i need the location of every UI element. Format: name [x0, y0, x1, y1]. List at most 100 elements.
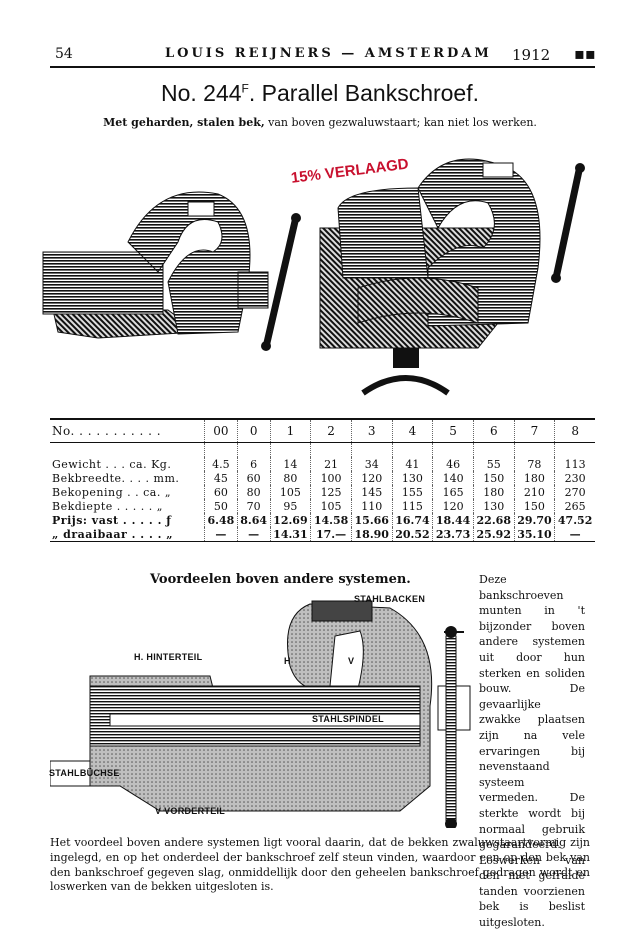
label-stahlbacken: STAHLBACKEN: [354, 594, 426, 604]
size-cell: 8: [554, 418, 595, 443]
value-cell: —: [554, 527, 595, 542]
advantages-title: Voordeelen boven andere systemen.: [150, 572, 411, 587]
value-cell: 115: [391, 499, 433, 513]
value-cell: 140: [432, 471, 474, 485]
value-cell: 35.10: [513, 527, 555, 542]
label-hinterteil: H. HINTERTEIL: [134, 652, 203, 662]
value-cell: 14: [269, 457, 311, 471]
size-cell: 1: [269, 418, 311, 443]
value-cell: 180: [472, 485, 515, 499]
value-cell: —: [236, 527, 271, 542]
value-cell: 130: [391, 471, 433, 485]
value-cell: 60: [204, 485, 238, 499]
row-label: Bekdiepte . . . . . „: [52, 499, 163, 513]
page-number: 54: [55, 46, 73, 62]
value-cell: 25.92: [472, 527, 515, 542]
value-cell: 80: [269, 471, 311, 485]
value-cell: 60: [236, 471, 271, 485]
value-cell: —: [204, 527, 238, 542]
row-label: Gewicht . . . ca. Kg.: [52, 457, 172, 471]
value-cell: 16.74: [391, 513, 433, 527]
value-cell: 46: [432, 457, 474, 471]
size-cell: 2: [310, 418, 352, 443]
value-cell: 4.5: [204, 457, 238, 471]
spacer-row: [50, 442, 595, 457]
value-cell: 34: [350, 457, 393, 471]
size-cell: 3: [350, 418, 393, 443]
value-cell: 105: [269, 485, 311, 499]
bench-vise-illustration-right: [319, 158, 585, 396]
size-cell: 5: [432, 418, 474, 443]
value-cell: 6: [236, 457, 271, 471]
row-label: „ draaibaar . . . . „: [50, 527, 205, 542]
value-cell: 165: [432, 485, 474, 499]
row-label: Bekopening . . ca. „: [52, 485, 172, 499]
value-cell: 155: [391, 485, 433, 499]
value-cell: 29.70: [513, 513, 555, 527]
value-cell: 15.66: [350, 513, 393, 527]
mark-v: V: [348, 656, 355, 666]
value-cell: 150: [472, 471, 515, 485]
value-cell: 8.64: [236, 513, 271, 527]
value-cell: 22.68: [472, 513, 515, 527]
product-number: No. 244: [160, 80, 242, 106]
bench-vise-illustration-left: [42, 191, 301, 351]
product-suffix: F: [241, 81, 249, 96]
value-cell: 18.90: [350, 527, 393, 542]
catalog-year: 1912: [512, 46, 551, 64]
page-header: 54 LOUIS REIJNERS — AMSTERDAM 1912 ▪▪: [50, 44, 596, 68]
value-cell: 210: [513, 485, 555, 499]
value-cell: 230: [554, 471, 595, 485]
value-cell: 145: [350, 485, 393, 499]
label-stahlbuchse: STAHLBÜCHSE: [49, 768, 120, 778]
value-cell: 45: [204, 471, 238, 485]
value-cell: 120: [350, 471, 393, 485]
value-cell: 130: [472, 499, 515, 513]
value-cell: 113: [554, 457, 595, 471]
ornament-mark: ▪▪: [574, 44, 596, 63]
row-label: Prijs: vast . . . . . ƒ: [52, 513, 172, 527]
value-cell: 17.—: [310, 527, 352, 542]
vise-cross-section-diagram: [50, 600, 471, 828]
value-cell: 55: [472, 457, 515, 471]
size-cell: 4: [391, 418, 433, 443]
value-cell: 265: [554, 499, 595, 513]
value-cell: 14.58: [310, 513, 352, 527]
value-cell: 50: [204, 499, 238, 513]
header-label: No. . . . . . . . . . .: [50, 418, 205, 443]
label-stahlspindel: STAHLSPINDEL: [312, 714, 384, 724]
value-cell: 270: [554, 485, 595, 499]
value-cell: 110: [350, 499, 393, 513]
value-cell: 150: [513, 499, 555, 513]
value-cell: 23.73: [432, 527, 474, 542]
value-cell: 14.31: [269, 527, 311, 542]
subtitle-rest: van boven gezwaluwstaart; kan niet los w…: [264, 116, 537, 129]
value-cell: 78: [513, 457, 555, 471]
size-cell: 7: [513, 418, 555, 443]
product-subtitle: Met geharden, stalen bek, van boven gezw…: [0, 116, 640, 129]
value-cell: 6.48: [204, 513, 238, 527]
value-cell: 125: [310, 485, 352, 499]
label-vorderteil: V VORDERTEIL: [155, 806, 226, 816]
advantages-bottom-text: Het voordeel boven andere systemen ligt …: [50, 836, 590, 894]
size-cell: 0: [236, 418, 271, 443]
publisher-name: LOUIS REIJNERS — AMSTERDAM: [165, 46, 492, 61]
value-cell: 18.44: [432, 513, 474, 527]
value-cell: 80: [236, 485, 271, 499]
value-cell: 105: [310, 499, 352, 513]
product-title: No. 244F. Parallel Bankschroef.: [0, 80, 640, 107]
value-cell: 95: [269, 499, 311, 513]
product-name: . Parallel Bankschroef.: [248, 80, 480, 106]
mark-h: H: [284, 656, 291, 666]
value-cell: 21: [310, 457, 352, 471]
row-label: Bekbreedte. . . . mm.: [52, 471, 180, 485]
value-cell: 20.52: [391, 527, 433, 542]
value-cell: 180: [513, 471, 555, 485]
